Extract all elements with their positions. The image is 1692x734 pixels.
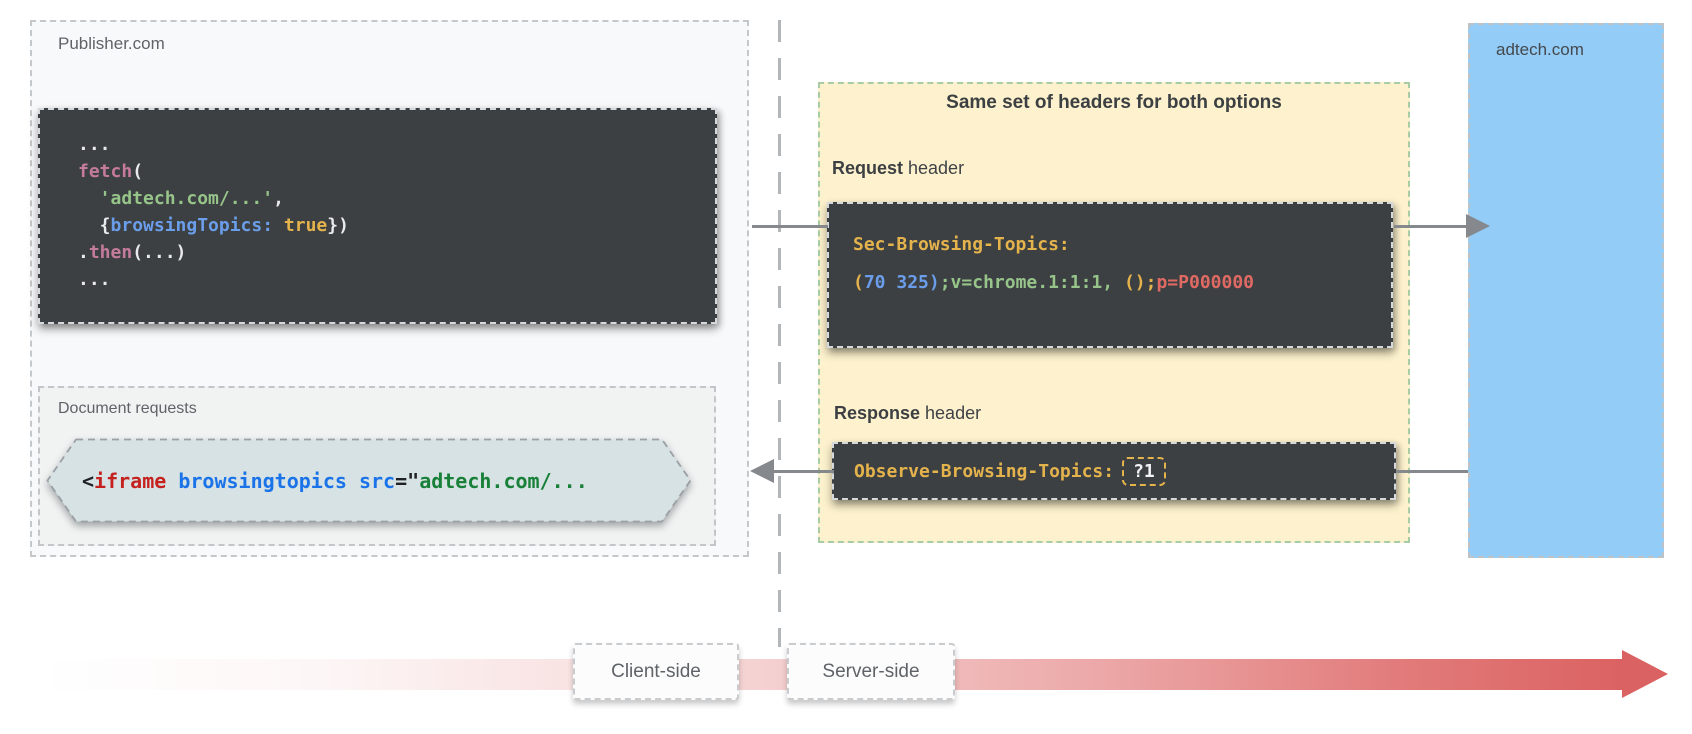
attr-browsingtopics: browsingtopics bbox=[166, 468, 347, 493]
request-label-rest: header bbox=[903, 158, 965, 178]
request-header-block: Sec-Browsing-Topics: (70 325);v=chrome.1… bbox=[827, 202, 1393, 348]
code-line: ... bbox=[78, 269, 111, 290]
code-line: 'adtech.com/...', bbox=[78, 188, 284, 209]
code-line: .then(...) bbox=[78, 242, 187, 263]
code-line: {browsingTopics: true}) bbox=[78, 215, 349, 236]
timeline-arrowhead-icon bbox=[1622, 650, 1668, 698]
headers-panel-title: Same set of headers for both options bbox=[946, 92, 1282, 113]
response-to-publisher-line bbox=[774, 470, 834, 473]
adtech-to-response-line bbox=[1396, 470, 1468, 473]
src-value: adtech.com/... bbox=[419, 468, 588, 493]
iframe-code-snippet: <iframe browsingtopics src="adtech.com/.… bbox=[82, 438, 588, 523]
publisher-to-request-line bbox=[752, 225, 828, 228]
server-side-box: Server-side bbox=[787, 643, 955, 700]
request-header-value-line: (70 325);v=chrome.1:1:1, ();p=P000000 bbox=[853, 272, 1255, 293]
request-header-label: Request header bbox=[832, 158, 964, 179]
response-arrowhead-icon bbox=[750, 459, 774, 483]
request-label-bold: Request bbox=[832, 158, 904, 178]
code-line: fetch( bbox=[78, 161, 144, 182]
client-server-divider bbox=[778, 20, 781, 647]
request-header-name-line: Sec-Browsing-Topics: bbox=[853, 234, 1070, 255]
attr-src: src bbox=[346, 468, 396, 493]
client-side-label: Client-side bbox=[611, 660, 701, 682]
request-to-adtech-line bbox=[1394, 225, 1468, 228]
tag-name: iframe bbox=[94, 468, 167, 493]
fetch-code-block: ... fetch( 'adtech.com/...', {browsingTo… bbox=[38, 108, 717, 324]
response-label-rest: header bbox=[920, 403, 982, 423]
response-header-name: Observe-Browsing-Topics: bbox=[854, 460, 1115, 482]
code-line: ... bbox=[78, 134, 111, 155]
response-header-block: Observe-Browsing-Topics: ?1 bbox=[832, 442, 1396, 500]
response-header-value-chip: ?1 bbox=[1122, 456, 1166, 486]
adtech-zone bbox=[1468, 23, 1664, 558]
iframe-tag-shape bbox=[46, 438, 692, 523]
document-requests-label: Document requests bbox=[58, 400, 197, 417]
client-side-box: Client-side bbox=[573, 643, 739, 700]
publisher-label: Publisher.com bbox=[58, 34, 165, 53]
equals-sign: =" bbox=[395, 468, 420, 493]
server-side-label: Server-side bbox=[822, 660, 920, 682]
response-header-label: Response header bbox=[834, 403, 981, 424]
response-label-bold: Response bbox=[834, 403, 921, 423]
request-arrowhead-icon bbox=[1466, 214, 1490, 238]
tag-open: < bbox=[82, 468, 95, 493]
adtech-label: adtech.com bbox=[1496, 40, 1584, 59]
